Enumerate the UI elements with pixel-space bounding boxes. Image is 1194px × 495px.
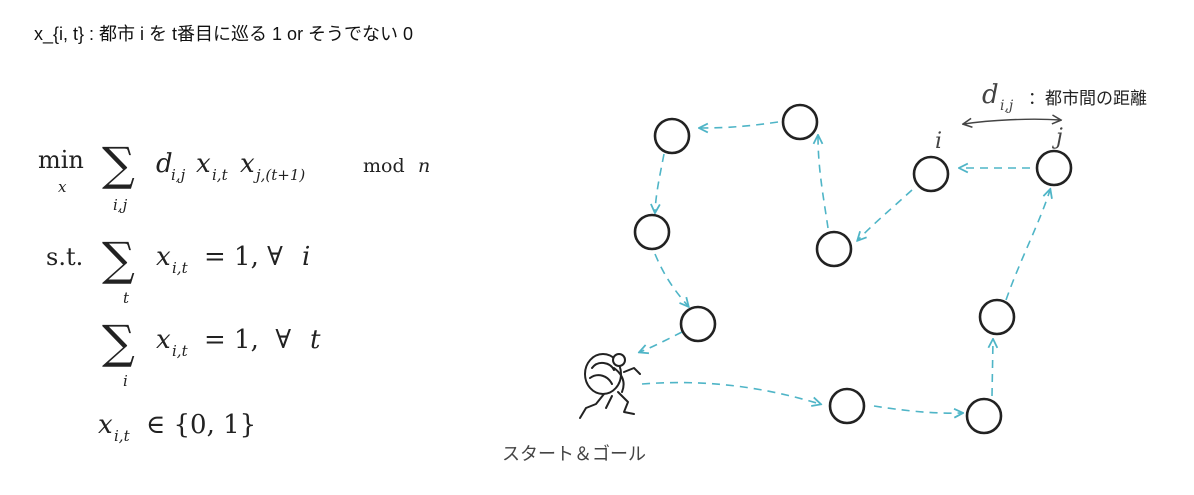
formula: min x ∑ i,j d i,j x i,t x j,(t+1) mod n … — [38, 137, 430, 445]
route-arrow — [641, 381, 820, 404]
constraint-rhs: = 1, ∀ — [204, 325, 291, 355]
sum-subscript: t — [123, 289, 130, 307]
sum-symbol: ∑ — [102, 232, 135, 286]
domain-row: x i,t ∈ {0, 1} — [98, 410, 256, 445]
min-subscript: x — [58, 178, 67, 196]
runner-icon — [579, 353, 641, 419]
distance-term: d — [156, 149, 173, 179]
sum-symbol: ∑ — [102, 315, 135, 369]
x-term-1: x — [196, 149, 211, 179]
route-arrows — [640, 121, 1050, 413]
distance-symbol-subscript: i,j — [1000, 98, 1014, 114]
city-node — [978, 298, 1016, 336]
distance-subscript: i,j — [171, 166, 186, 184]
city-node — [653, 117, 691, 155]
route-arrow — [873, 405, 962, 413]
city-node — [965, 397, 1003, 435]
subject-to-label: s.t. — [46, 243, 83, 271]
route-arrow — [992, 340, 993, 397]
x-subscript: i,t — [114, 427, 131, 445]
forall-variable: i — [302, 242, 310, 272]
x-variable: x — [156, 242, 171, 272]
mod-n: n — [418, 155, 430, 177]
objective-row: min x ∑ i,j d i,j x i,t x j,(t+1) mod n — [38, 137, 430, 214]
x-subscript: i,t — [172, 259, 189, 277]
city-node — [912, 155, 950, 193]
min-operator: min — [38, 146, 84, 174]
sum-subscript: i,j — [113, 196, 128, 214]
city-node — [781, 103, 819, 141]
label-i: i — [935, 129, 942, 154]
city-node — [633, 213, 671, 251]
route-arrow — [640, 331, 683, 352]
caption: x_{i, t} : 都市 i を t番目に巡る 1 or そうでない 0 — [34, 24, 414, 44]
route-arrow — [858, 189, 913, 240]
city-node — [815, 230, 853, 268]
distance-label: ：都市間の距離 — [1028, 89, 1147, 109]
forall-variable: t — [310, 325, 321, 355]
route-arrow — [818, 136, 829, 229]
x-subscript: i,t — [172, 342, 189, 360]
x-term-1-subscript: i,t — [212, 166, 229, 184]
city-node — [828, 387, 866, 425]
x-term-2-subscript: j,(t+1) — [253, 166, 305, 184]
label-j: j — [1051, 125, 1063, 150]
x-variable: x — [156, 325, 171, 355]
route-arrow — [700, 121, 779, 128]
city-nodes — [633, 103, 1073, 435]
constraint-row-2: ∑ i x i,t = 1, ∀ t — [102, 315, 321, 390]
city-node — [679, 305, 717, 343]
route-arrow — [655, 153, 665, 212]
x-variable: x — [98, 410, 113, 440]
city-node — [1035, 149, 1073, 187]
sum-symbol: ∑ — [102, 137, 135, 191]
distance-arrow — [964, 119, 1060, 124]
distance-annotation: d i,j ：都市間の距離 i j — [935, 80, 1147, 154]
route-arrow — [1005, 190, 1050, 301]
domain-rhs: ∈ {0, 1} — [146, 410, 256, 440]
route-arrow — [654, 253, 688, 306]
sum-subscript: i — [123, 372, 128, 390]
x-term-2: x — [240, 149, 255, 179]
mod-operator: mod — [363, 155, 405, 177]
constraint-row-1: s.t. ∑ t x i,t = 1, ∀ i — [46, 232, 310, 307]
constraint-rhs: = 1, ∀ — [204, 242, 283, 272]
distance-symbol: d — [982, 80, 999, 110]
start-goal-label: スタート＆ゴール — [502, 444, 646, 465]
